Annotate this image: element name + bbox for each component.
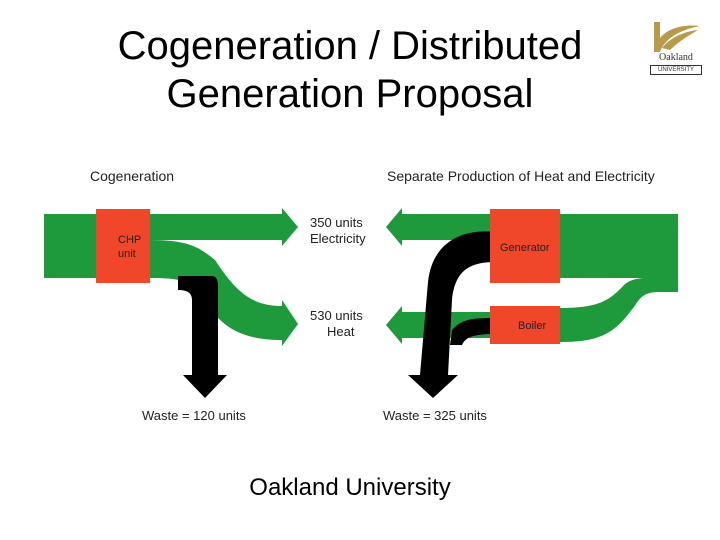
- cogen-heat-flow: [150, 240, 298, 346]
- chp-unit-label-2: unit: [118, 248, 136, 260]
- title-line-2: Generation Proposal: [166, 72, 534, 116]
- logo-name: Oakland: [659, 52, 693, 63]
- generator-label: Generator: [500, 242, 550, 254]
- sail-logo-icon: [654, 22, 700, 52]
- heat-units-label: 530 units: [310, 308, 363, 323]
- boiler-fuel-input-flow: [560, 277, 678, 342]
- chp-unit-label-1: CHP: [118, 234, 141, 246]
- separate-production-heading: Separate Production of Heat and Electric…: [387, 168, 655, 184]
- separate-waste-arrow: [408, 231, 496, 398]
- electricity-label: Electricity: [310, 231, 366, 246]
- chp-unit-box: [96, 209, 150, 283]
- electricity-units-label: 350 units: [310, 215, 363, 230]
- cogen-waste-label: Waste = 120 units: [142, 408, 246, 423]
- boiler-box: [490, 306, 560, 344]
- slide-title: Cogeneration / Distributed Generation Pr…: [40, 22, 660, 118]
- boiler-label: Boiler: [518, 320, 546, 332]
- logo-subtitle: UNIVERSITY: [650, 65, 702, 75]
- cogen-waste-arrow: [178, 276, 227, 398]
- cogen-fuel-input-flow: [44, 214, 96, 278]
- oakland-university-logo: Oakland UNIVERSITY: [648, 18, 704, 80]
- boiler-waste-flow: [450, 318, 496, 345]
- generator-box: [490, 209, 560, 283]
- heat-label: Heat: [327, 324, 355, 339]
- generator-fuel-input-flow: [560, 214, 678, 278]
- footer-text: Oakland University: [249, 474, 451, 501]
- title-line-1: Cogeneration / Distributed: [117, 24, 583, 68]
- separate-waste-label: Waste = 325 units: [383, 408, 487, 423]
- cogen-electricity-arrow: [150, 208, 298, 246]
- cogeneration-heading: Cogeneration: [90, 168, 174, 184]
